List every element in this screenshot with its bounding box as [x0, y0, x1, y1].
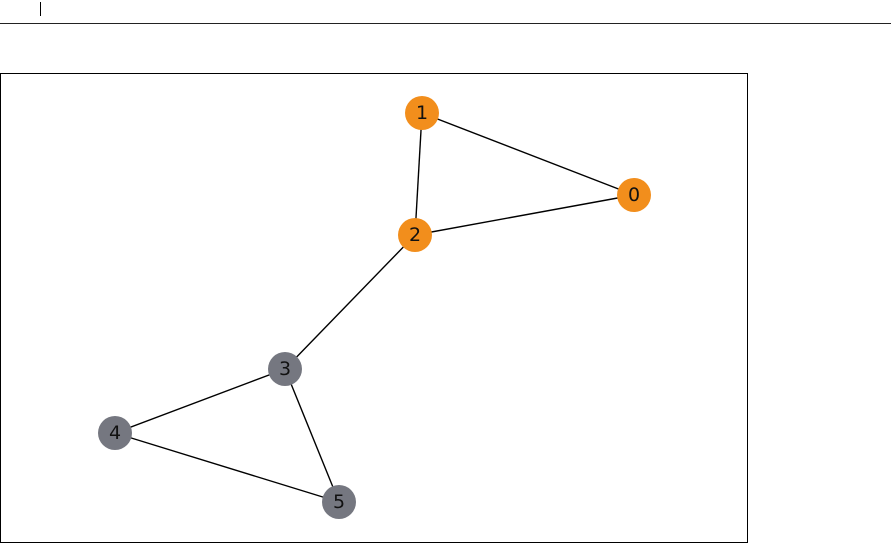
- edge-1-2: [415, 113, 422, 235]
- node-1: 1: [405, 96, 439, 130]
- edge-layer: [115, 113, 634, 502]
- node-5: 5: [322, 485, 356, 519]
- node-label: 3: [279, 358, 291, 380]
- node-label: 0: [628, 184, 640, 206]
- edge-2-3: [285, 235, 415, 369]
- node-2: 2: [398, 218, 432, 252]
- edge-4-5: [115, 433, 339, 502]
- edge-2-0: [415, 195, 634, 235]
- node-label: 1: [416, 102, 428, 124]
- node-label: 5: [333, 491, 345, 513]
- edge-3-5: [285, 369, 339, 502]
- node-4: 4: [98, 416, 132, 450]
- node-3: 3: [268, 352, 302, 386]
- node-0: 0: [617, 178, 651, 212]
- node-label: 2: [409, 224, 421, 246]
- node-layer: 0 1 2 3 4 5: [98, 96, 651, 519]
- edge-1-0: [422, 113, 634, 195]
- node-label: 4: [109, 422, 121, 444]
- edge-3-4: [115, 369, 285, 433]
